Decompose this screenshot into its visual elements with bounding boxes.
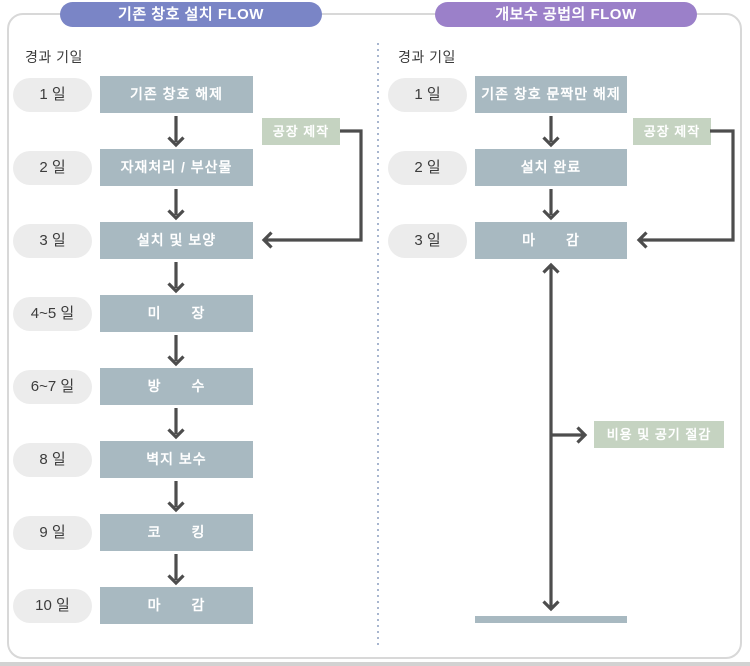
day-badge: 1 일 [13, 78, 92, 112]
page-bottom-edge [0, 662, 750, 666]
step-box: 설치 및 보양 [100, 222, 253, 259]
day-badge: 2 일 [388, 151, 467, 185]
day-badge: 3 일 [13, 224, 92, 258]
day-badge: 6~7 일 [13, 370, 92, 404]
diagram-card [7, 13, 742, 659]
right-elapsed-days-label: 경과 기일 [398, 49, 456, 65]
day-badge: 10 일 [13, 589, 92, 623]
day-badge: 1 일 [388, 78, 467, 112]
left-panel-title: 기존 창호 설치 FLOW [60, 2, 322, 27]
step-box: 벽지 보수 [100, 441, 253, 478]
right-panel-title: 개보수 공법의 FLOW [435, 2, 697, 27]
day-badge: 3 일 [388, 224, 467, 258]
step-box: 기존 창호 문짝만 해제 [475, 76, 627, 113]
step-box: 마 감 [475, 222, 627, 259]
day-badge: 4~5 일 [13, 297, 92, 331]
day-badge: 2 일 [13, 151, 92, 185]
day-badge: 9 일 [13, 516, 92, 550]
factory-production-box: 공장 제작 [633, 118, 711, 145]
left-elapsed-days-label: 경과 기일 [25, 49, 83, 65]
factory-production-box: 공장 제작 [262, 118, 340, 145]
step-box: 자재처리 / 부산물 [100, 149, 253, 186]
step-box: 방 수 [100, 368, 253, 405]
benefit-box: 비용 및 공기 절감 [594, 421, 724, 448]
day-badge: 8 일 [13, 443, 92, 477]
step-box: 코 킹 [100, 514, 253, 551]
step-box: 설치 완료 [475, 149, 627, 186]
step-box: 기존 창호 해제 [100, 76, 253, 113]
panel-divider [377, 43, 379, 645]
step-box: 미 장 [100, 295, 253, 332]
flow-end-bar [475, 616, 627, 623]
step-box: 마 감 [100, 587, 253, 624]
